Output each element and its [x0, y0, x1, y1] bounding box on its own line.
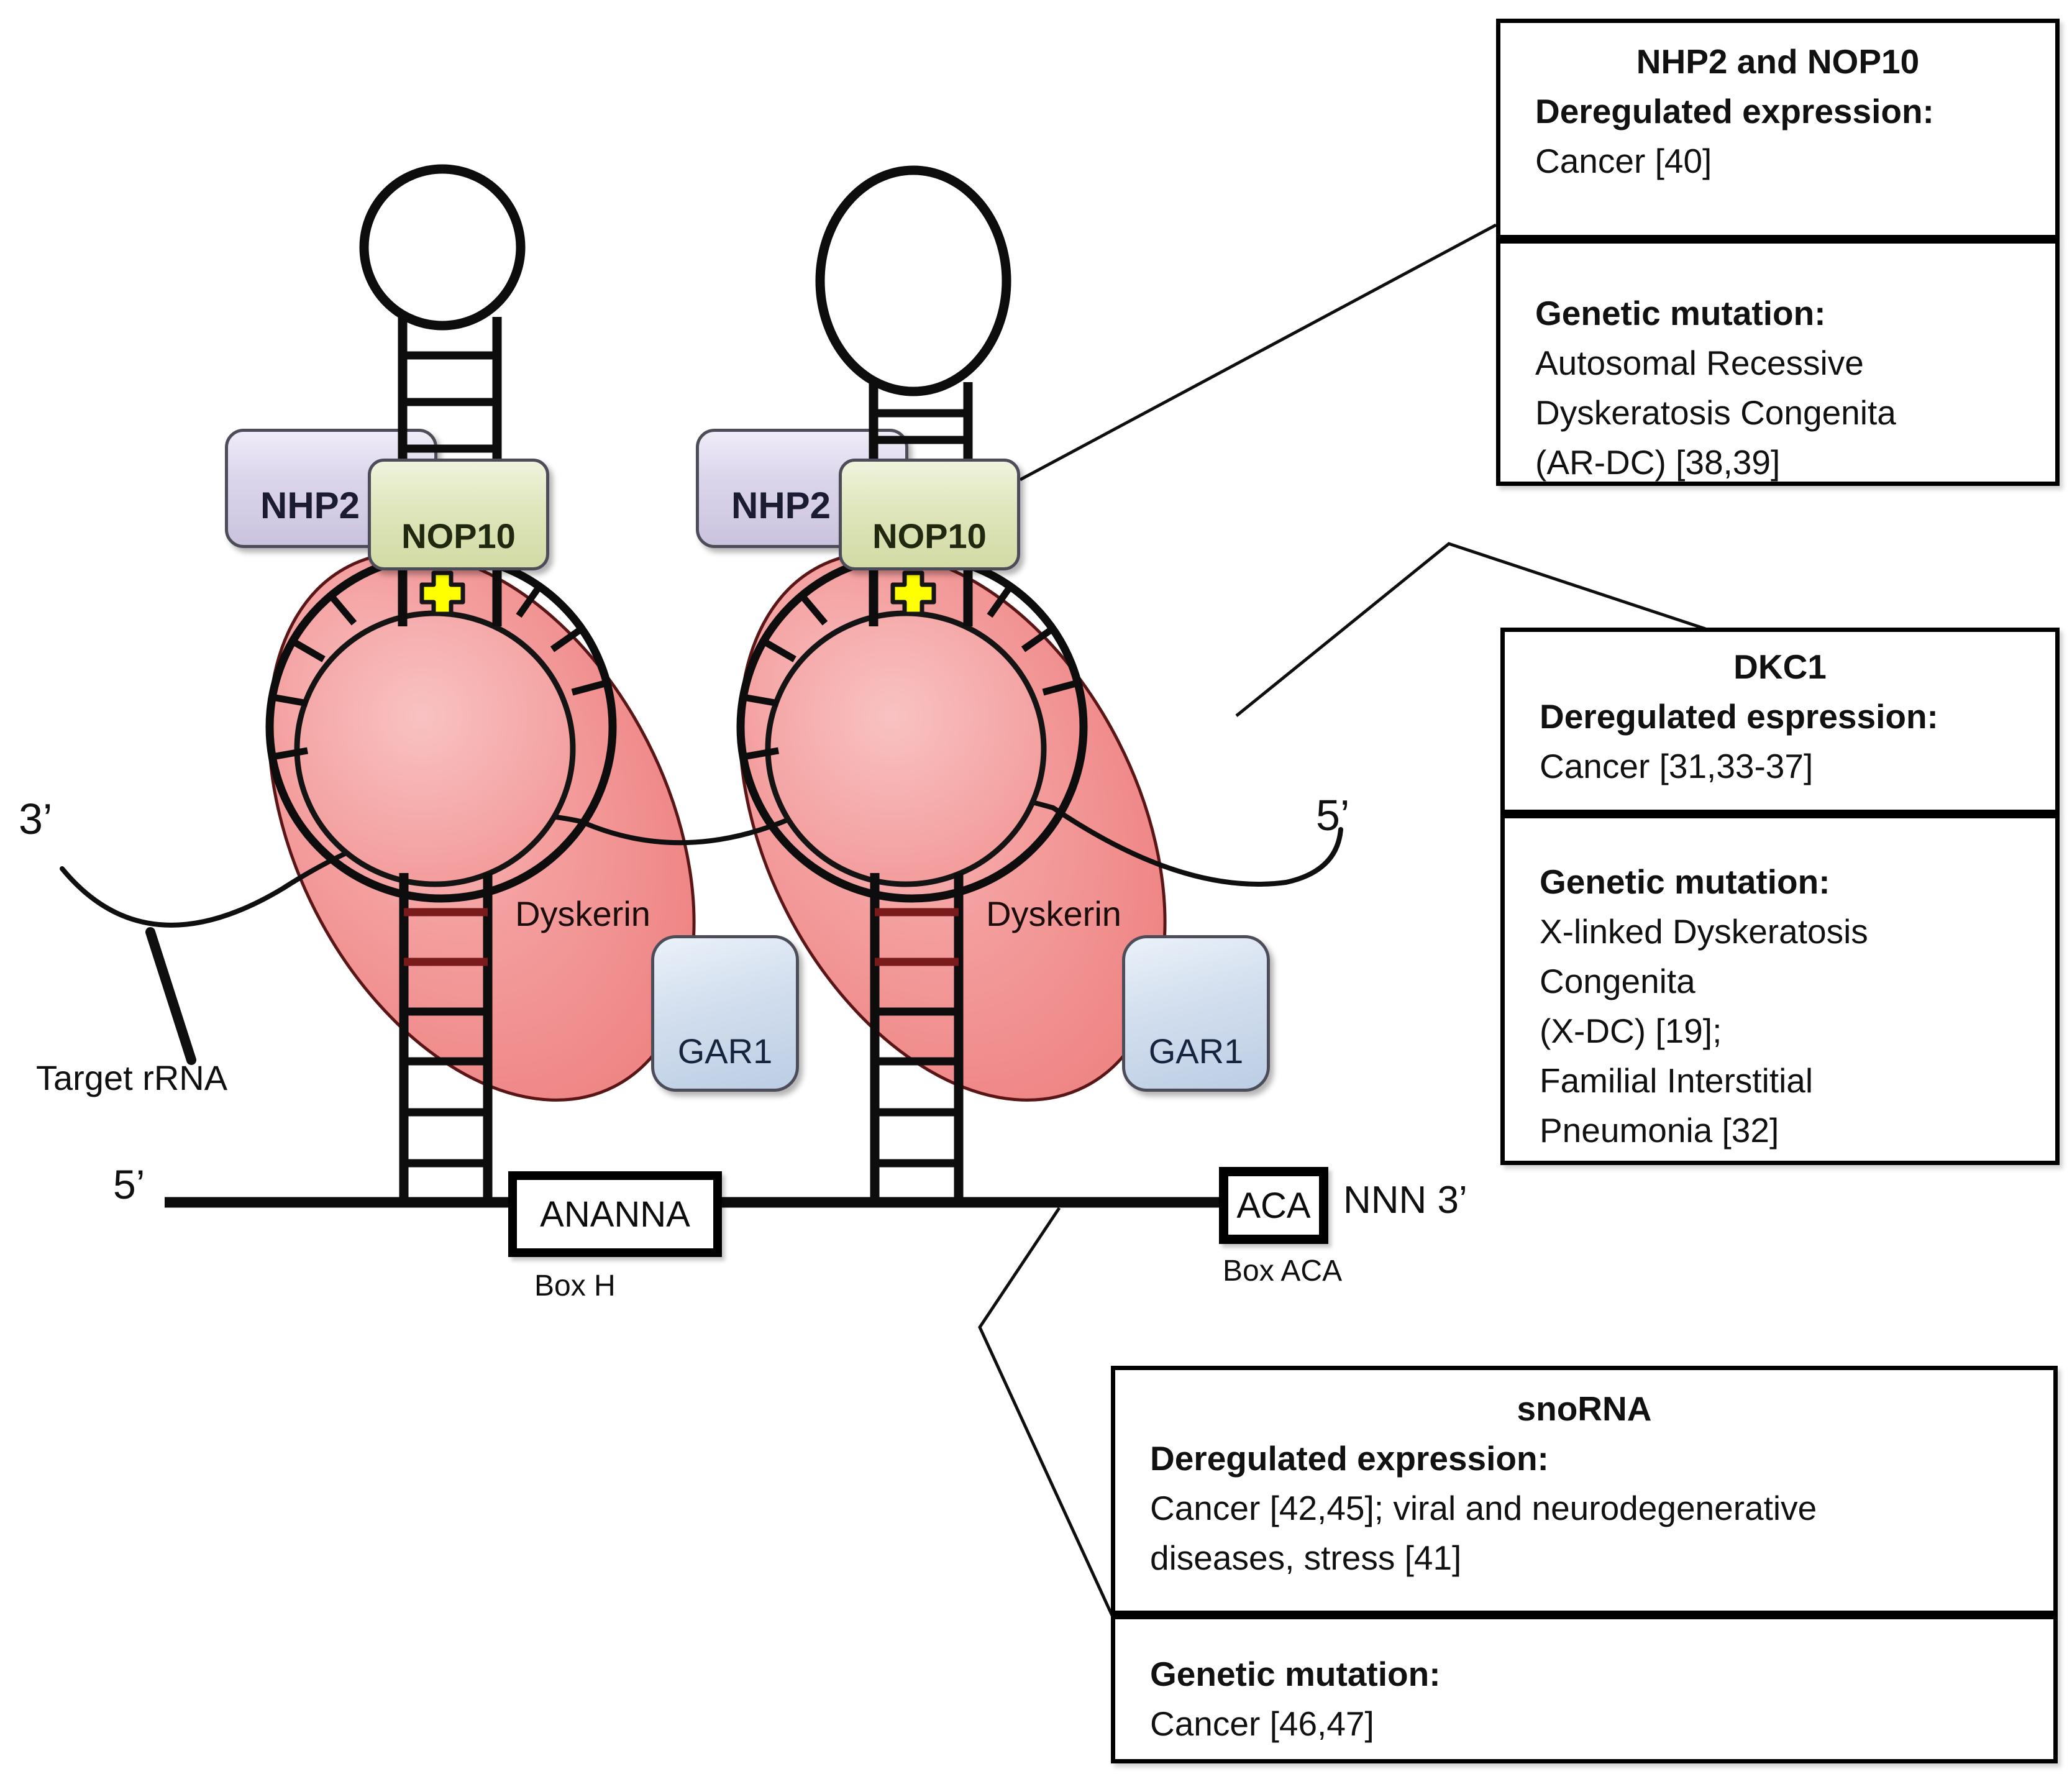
- annotation-box-nhp2-nop10: NHP2 and NOP10 Deregulated expression: C…: [1496, 19, 2060, 486]
- deregulated-expression-heading: Deregulated expression:: [1150, 1439, 1549, 1478]
- pocket-left-base-pairs: [272, 584, 608, 761]
- annotation-connectors: [978, 223, 1706, 1617]
- deregulated-expression-line: Cancer [42,45]; viral and neurodegenerat…: [1150, 1489, 1817, 1527]
- deregulated-expression-line: diseases, stress [41]: [1150, 1539, 1462, 1577]
- hairpin-loop-right: [815, 165, 1011, 396]
- genetic-mutation-heading: Genetic mutation:: [1535, 294, 1826, 332]
- pocket-right-base-pairs: [742, 584, 1079, 761]
- annotation-box-dkc1: DKC1 Deregulated espression: Cancer [31,…: [1500, 628, 2060, 1165]
- genetic-mutation-line: Familial Interstitial: [1540, 1061, 1814, 1100]
- box-h-caption: Box H: [534, 1269, 616, 1302]
- genetic-mutation-line: (AR-DC) [38,39]: [1535, 443, 1781, 482]
- hairpin-right: [815, 165, 1011, 626]
- nop10-label: NOP10: [872, 516, 987, 556]
- box-h-sequence-text: ANANNA: [540, 1194, 690, 1235]
- box-h-sequence: ANANNA: [508, 1171, 722, 1257]
- pseudouridine-mark-left: [419, 570, 465, 616]
- genetic-mutation-line: (X-DC) [19];: [1540, 1012, 1722, 1050]
- deregulated-expression-heading: Deregulated espression:: [1540, 697, 1938, 736]
- target-rrna-label: Target rRNA: [36, 1058, 228, 1097]
- nop10-label: NOP10: [401, 516, 516, 556]
- annotation-title: snoRNA: [1517, 1389, 1652, 1428]
- gar1-protein-right: GAR1: [1122, 935, 1270, 1092]
- genetic-mutation-heading: Genetic mutation:: [1540, 862, 1830, 901]
- gar1-label: GAR1: [677, 1031, 773, 1071]
- target-rrna-strand: [60, 785, 1343, 928]
- nhp2-label: NHP2: [260, 485, 360, 526]
- dyskerin-label-right: Dyskerin: [986, 894, 1121, 933]
- nop10-protein-left: NOP10: [368, 459, 549, 570]
- target-rrna-pointer-line: [145, 927, 196, 1065]
- box-aca-caption: Box ACA: [1223, 1255, 1343, 1287]
- box-aca-sequence: ACA: [1219, 1167, 1328, 1244]
- pocket-right: [736, 551, 1088, 1207]
- three-prime-label: 3’: [19, 795, 53, 843]
- pocket-left: [265, 551, 617, 1207]
- nnn-3prime-label: NNN 3’: [1343, 1179, 1467, 1222]
- snorna-mutation-section: Genetic mutation: Cancer [46,47]: [1111, 1615, 2058, 1763]
- annotation-box-snorna: snoRNA Deregulated expression: Cancer [4…: [1111, 1366, 2058, 1763]
- hairpin-loop-left: [359, 164, 526, 331]
- annotation-title: DKC1: [1733, 647, 1827, 686]
- five-prime-label-right: 5’: [1316, 791, 1350, 839]
- genetic-mutation-line: Autosomal Recessive: [1535, 344, 1864, 382]
- nop10-protein-right: NOP10: [839, 459, 1020, 570]
- dkc1-mutation-section: Genetic mutation: X-linked Dyskeratosis …: [1500, 814, 2060, 1165]
- nhp2-nop10-deregulated-section: NHP2 and NOP10 Deregulated expression: C…: [1496, 19, 2060, 239]
- genetic-mutation-line: Pneumonia [32]: [1540, 1111, 1779, 1150]
- stem-lower-left: [399, 873, 493, 1207]
- snorna-deregulated-section: snoRNA Deregulated expression: Cancer [4…: [1111, 1366, 2058, 1615]
- genetic-mutation-line: Congenita: [1540, 962, 1695, 1000]
- genetic-mutation-line: X-linked Dyskeratosis: [1540, 912, 1868, 951]
- nhp2-nop10-mutation-section: Genetic mutation: Autosomal Recessive Dy…: [1496, 239, 2060, 486]
- genetic-mutation-heading: Genetic mutation:: [1150, 1655, 1441, 1693]
- genetic-mutation-line: Dyskeratosis Congenita: [1535, 393, 1896, 432]
- box-aca-sequence-text: ACA: [1236, 1185, 1311, 1226]
- deregulated-expression-line: Cancer [40]: [1535, 142, 1712, 180]
- deregulated-expression-heading: Deregulated expression:: [1535, 92, 1934, 130]
- gar1-label: GAR1: [1148, 1031, 1244, 1071]
- five-prime-label-left: 5’: [113, 1161, 145, 1207]
- nhp2-label: NHP2: [731, 485, 831, 526]
- annotation-title: NHP2 and NOP10: [1636, 42, 1920, 81]
- dyskerin-label-left: Dyskerin: [515, 894, 650, 933]
- dkc1-deregulated-section: DKC1 Deregulated espression: Cancer [31,…: [1500, 628, 2060, 814]
- gar1-protein-left: GAR1: [651, 935, 799, 1092]
- stem-lower-right: [870, 873, 964, 1207]
- pseudouridine-mark-right: [890, 570, 936, 616]
- deregulated-expression-line: Cancer [31,33-37]: [1540, 747, 1814, 785]
- genetic-mutation-line: Cancer [46,47]: [1150, 1704, 1374, 1743]
